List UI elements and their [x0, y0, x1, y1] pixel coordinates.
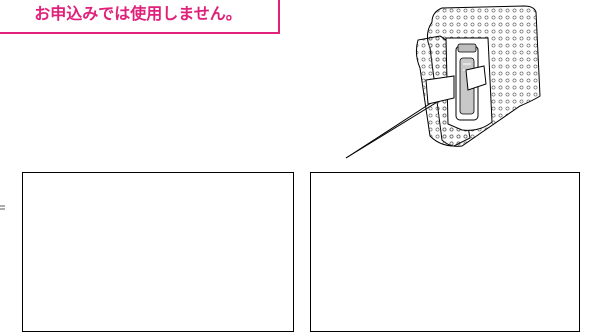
sample-tube-in-dotted-wrap-icon — [0, 0, 596, 321]
